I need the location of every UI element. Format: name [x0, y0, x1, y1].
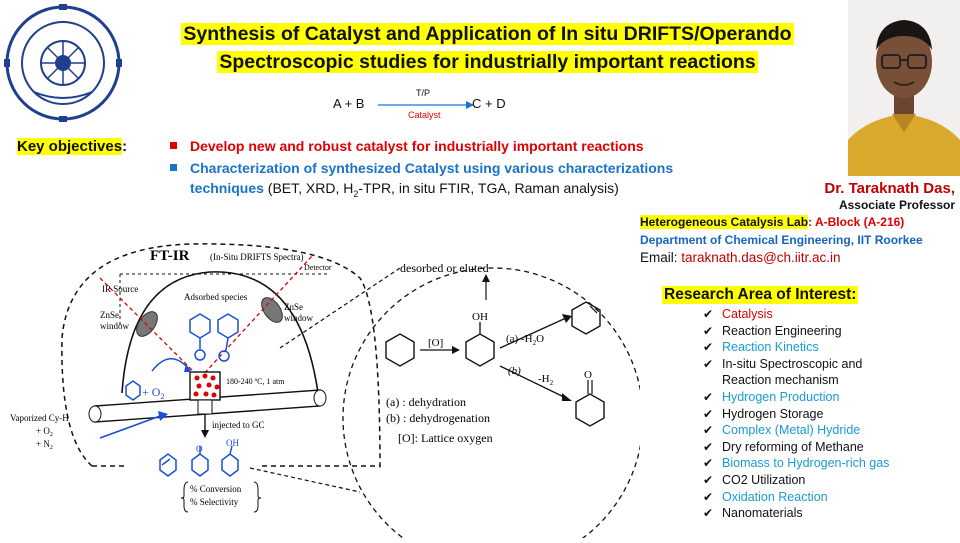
research-item-label: Dry reforming of Methane [722, 440, 864, 454]
vaporized-label: Vaporized Cy-H [10, 413, 69, 423]
title-line-2: Spectroscopic studies for industrially i… [217, 51, 757, 73]
carbonyl-o-label: O [584, 369, 592, 381]
ir-source-label: IR Source [102, 284, 138, 294]
lab-location: : A-Block (A-216) [808, 215, 904, 229]
research-item-label: Reaction Engineering [722, 324, 842, 338]
window-right-label: window [284, 313, 314, 323]
check-icon: ✔ [703, 306, 713, 323]
research-item: ✔ Reaction Engineering [703, 323, 953, 340]
znse-left-label: ZnSe [100, 310, 119, 320]
research-item-label: Nanomaterials [722, 506, 803, 520]
drifts-diagram: FT-IR (In-Situ DRIFTS Spectra) Detector … [0, 238, 640, 538]
research-item: ✔ Dry reforming of Methane [703, 439, 953, 456]
check-icon: ✔ [703, 406, 713, 423]
research-item-label: Complex (Metal) Hydride [722, 423, 860, 437]
key-objectives-list: Develop new and robust catalyst for indu… [170, 136, 790, 204]
research-item-label: Reaction mechanism [722, 373, 839, 387]
check-icon: ✔ [703, 323, 713, 340]
dehydration-step-label: (a) -H2O [506, 333, 544, 347]
square-bullet-icon [170, 142, 177, 149]
square-bullet-icon [170, 164, 177, 171]
research-item-label: In-situ Spectroscopic and [722, 357, 862, 371]
check-icon: ✔ [703, 339, 713, 356]
research-heading: Research Area of Interest: [662, 286, 858, 304]
reaction-catalyst: Catalyst [408, 110, 441, 120]
research-item: ✔ Reaction Kinetics [703, 339, 953, 356]
research-item-label: Catalysis [722, 307, 773, 321]
research-item: Reaction mechanism [703, 372, 953, 389]
legend-dehydrogenation: (b) : dehydrogenation [386, 411, 490, 425]
h2-loss-label: -H2 [538, 373, 554, 387]
professor-photo [848, 0, 960, 176]
check-icon: ✔ [703, 489, 713, 506]
research-item: ✔ Nanomaterials [703, 505, 953, 522]
reaction-equation: A + B T/P Catalyst C + D [330, 88, 550, 124]
injected-label: injected to GC [212, 420, 265, 430]
research-item: ✔ Complex (Metal) Hydride [703, 422, 953, 439]
research-item-label: CO2 Utilization [722, 473, 805, 487]
check-icon: ✔ [703, 389, 713, 406]
iit-roorkee-logo [4, 4, 122, 122]
research-item: ✔ CO2 Utilization [703, 472, 953, 489]
professor-designation: Associate Professor [780, 198, 955, 212]
objective-item: Characterization of synthesized Catalyst… [170, 158, 790, 204]
check-icon: ✔ [703, 505, 713, 522]
title-line-1: Synthesis of Catalyst and Application of… [181, 23, 793, 45]
research-item: ✔ Hydrogen Production [703, 389, 953, 406]
research-item-label: Hydrogen Storage [722, 407, 823, 421]
research-item-label: Biomass to Hydrogen-rich gas [722, 456, 889, 470]
conversion-label: % Conversion [190, 484, 242, 494]
adsorbed-label: Adsorbed species [184, 292, 248, 302]
ftir-label: FT-IR [150, 248, 190, 264]
key-objectives-label: Key objectives: [17, 138, 127, 155]
professor-name: Dr. Taraknath Das, [780, 180, 955, 197]
lab-name: Heterogeneous Catalysis Lab [640, 215, 808, 229]
oxidation-label: [O] [428, 337, 443, 349]
alcohol-oh-label: OH [226, 438, 239, 448]
check-icon: ✔ [703, 472, 713, 489]
oxygen-label: + O2 [142, 385, 164, 401]
feed-n2-label: + N2 [36, 439, 53, 451]
research-item: ✔ Biomass to Hydrogen-rich gas [703, 455, 953, 472]
temperature-label: 180-240 ºC, 1 atm [226, 377, 285, 386]
department: Department of Chemical Engineering, IIT … [640, 233, 923, 247]
research-item-label: Hydrogen Production [722, 390, 839, 404]
page-title: Synthesis of Catalyst and Application of… [135, 20, 840, 76]
research-item-label: Reaction Kinetics [722, 340, 819, 354]
znse-right-label: ZnSe [284, 302, 303, 312]
check-icon: ✔ [703, 422, 713, 439]
research-item: ✔ Catalysis [703, 306, 953, 323]
selectivity-label: % Selectivity [190, 497, 239, 507]
lab-info: Heterogeneous Catalysis Lab: A-Block (A-… [640, 215, 904, 229]
check-icon: ✔ [703, 455, 713, 472]
dehydrogenation-step-label: (b) [508, 365, 521, 377]
reaction-conditions: T/P [416, 88, 430, 98]
research-item: ✔ In-situ Spectroscopic and [703, 356, 953, 373]
research-list: ✔ Catalysis ✔ Reaction Engineering ✔ Reaction… [703, 306, 953, 522]
objective-item: Develop new and robust catalyst for indu… [170, 136, 790, 156]
window-left-label: window [100, 321, 130, 331]
reactants: A + B [333, 96, 364, 111]
ketone-o-label: O [196, 444, 203, 454]
feed-o2-label: + O2 [36, 426, 53, 438]
research-item: ✔ Oxidation Reaction [703, 489, 953, 506]
research-item-label: Oxidation Reaction [722, 490, 828, 504]
legend-lattice-oxygen: [O]: Lattice oxygen [398, 431, 493, 445]
email-link[interactable]: taraknath.das@ch.iitr.ac.in [681, 250, 840, 265]
email-line: Email: taraknath.das@ch.iitr.ac.in [640, 250, 841, 265]
check-icon: ✔ [703, 356, 713, 373]
research-item: ✔ Hydrogen Storage [703, 406, 953, 423]
drifts-label: (In-Situ DRIFTS Spectra) [210, 252, 304, 262]
hydroxyl-label: OH [472, 311, 488, 323]
detector-label: Detector [304, 263, 332, 272]
desorbed-label: desorbed or eluted [400, 261, 489, 275]
legend-dehydration: (a) : dehydration [386, 395, 466, 409]
check-icon: ✔ [703, 439, 713, 456]
products: C + D [472, 96, 506, 111]
